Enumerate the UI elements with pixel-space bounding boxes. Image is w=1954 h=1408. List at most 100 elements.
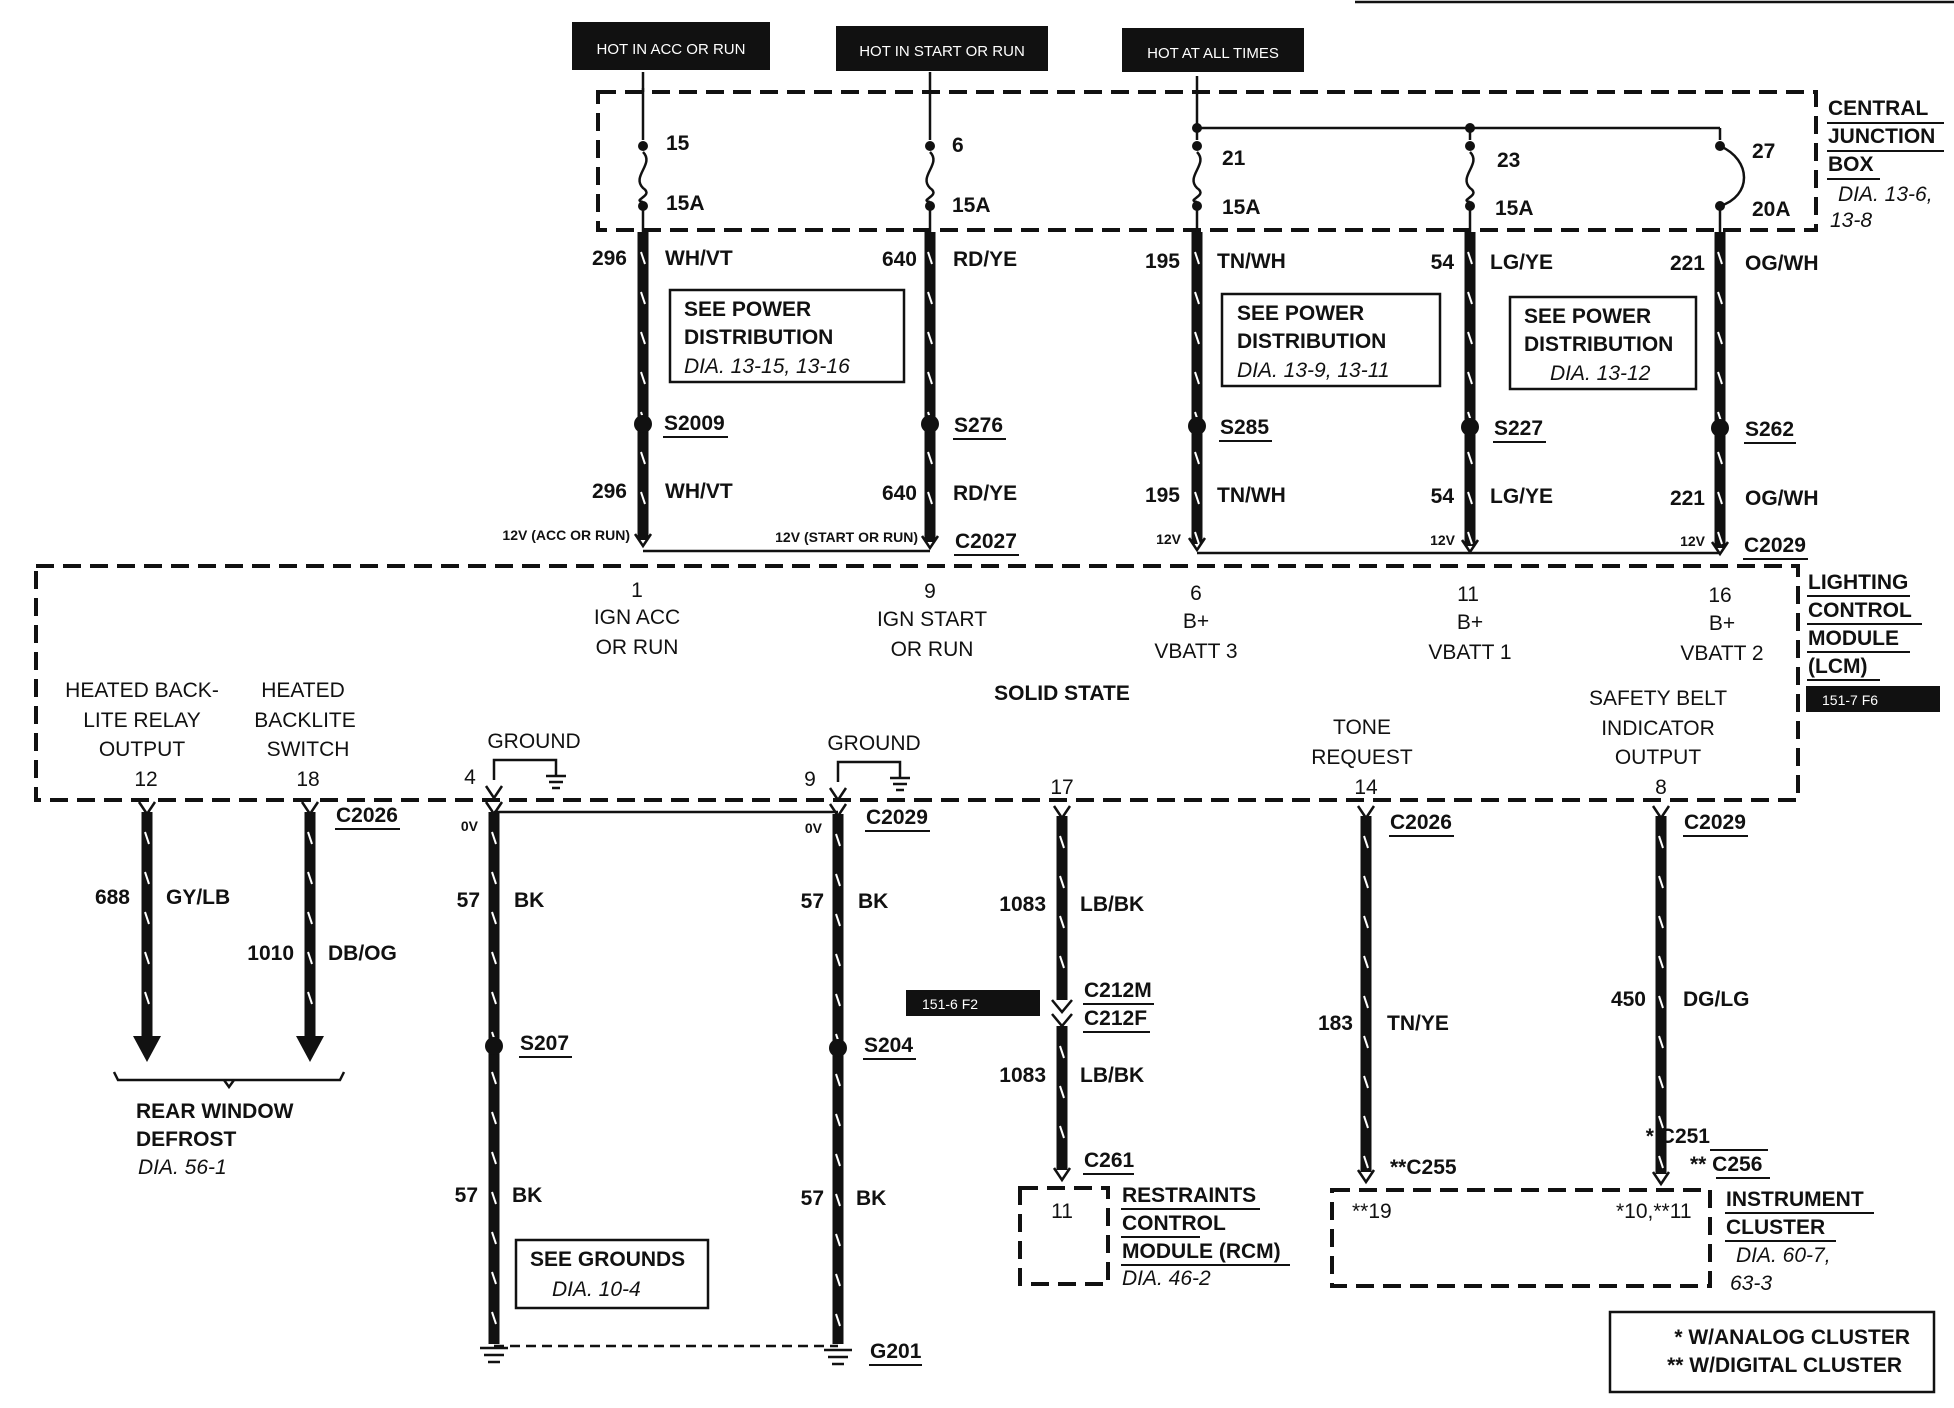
wire-color: DG/LG <box>1683 988 1750 1011</box>
wire-hatch <box>835 1273 841 1287</box>
rcm-label: RESTRAINTS CONTROL MODULE (RCM) DIA. 46-… <box>1121 1184 1290 1290</box>
pin-number: 1 <box>631 579 643 602</box>
wire-hatch <box>491 991 497 1005</box>
fuse-terminal <box>925 141 935 151</box>
wire-hatch <box>1467 251 1473 265</box>
wire-color: RD/YE <box>953 248 1017 271</box>
splice-label: S276 <box>954 414 1003 437</box>
connector-pin-arrow <box>484 801 504 817</box>
pin-number: 16 <box>1708 584 1731 607</box>
voltage-label: 12V <box>1156 531 1182 547</box>
wire-hatch <box>1467 451 1473 465</box>
wire <box>924 232 936 542</box>
wire-hatch <box>1658 1155 1664 1169</box>
circuit-number: 1083 <box>999 893 1046 916</box>
fuse <box>1192 128 1202 232</box>
wire-color: BK <box>512 1184 542 1207</box>
wire-color: BK <box>514 889 544 912</box>
wire-hatch <box>491 871 497 885</box>
ground-symbol <box>824 1348 852 1366</box>
wire-color: BK <box>856 1187 886 1210</box>
wire-hatch <box>640 451 646 465</box>
wire-hatch <box>307 831 313 845</box>
fuse-element <box>1192 151 1202 204</box>
legend: * W/ANALOG CLUSTER ** W/DIGITAL CLUSTER <box>1608 1310 1936 1394</box>
wire-hatch <box>1363 1115 1369 1129</box>
wire-hatch <box>144 991 150 1005</box>
splice-dot <box>1711 419 1729 437</box>
splice-label: S227 <box>1494 417 1543 440</box>
wire-hatch <box>1658 875 1664 889</box>
circuit-number: 195 <box>1145 250 1180 273</box>
wire-color: DB/OG <box>328 942 397 965</box>
wire <box>1056 816 1068 1000</box>
lcm-name-line: CONTROL <box>1808 599 1912 622</box>
wire <box>1191 232 1203 545</box>
pin-function: B+ <box>1709 612 1735 635</box>
wire-hatch <box>1363 915 1369 929</box>
pin-function: OR RUN <box>596 636 679 659</box>
box-title-line: DISTRIBUTION <box>1237 330 1386 353</box>
wire-color: WH/VT <box>665 247 733 270</box>
legend-entry: ** W/DIGITAL CLUSTER <box>1667 1354 1902 1377</box>
box-title-line: DISTRIBUTION <box>1524 333 1673 356</box>
wire-hatch <box>1059 915 1065 929</box>
pin-function: HEATED BACK- <box>65 679 219 702</box>
wire-hatch <box>144 831 150 845</box>
fuse-rating: 15A <box>1222 196 1261 219</box>
circuit-number: 688 <box>95 886 130 909</box>
wire <box>832 814 844 1344</box>
connector-pin-arrow <box>1187 537 1207 553</box>
see-power-distribution-box: SEE POWER DISTRIBUTION DIA. 13-9, 13-11 <box>1220 292 1442 388</box>
pin-number: 18 <box>296 768 319 791</box>
ref-tag-text: 151-6 F2 <box>922 996 978 1012</box>
voltage-label: 12V (START OR RUN) <box>775 529 918 545</box>
header-hot-all-times: HOT AT ALL TIMES <box>1122 28 1304 72</box>
box-title-line: DISTRIBUTION <box>684 326 833 349</box>
wire-hatch <box>835 833 841 847</box>
pin-function: GROUND <box>487 730 580 753</box>
circuit-number: 57 <box>801 890 824 913</box>
component-name: DEFROST <box>136 1128 237 1151</box>
component-name: REAR WINDOW <box>136 1100 294 1123</box>
cjb-name-line: CENTRAL <box>1828 97 1928 120</box>
pin-function: TONE <box>1333 716 1391 739</box>
component-ref: DIA. 60-7, <box>1736 1244 1831 1267</box>
wire-hatch <box>1658 1035 1664 1049</box>
pin-function: OR RUN <box>891 638 974 661</box>
fuse-number: 23 <box>1497 149 1520 172</box>
wire <box>1360 816 1372 1172</box>
circuit-number: 57 <box>457 889 480 912</box>
wire-hatch <box>640 491 646 505</box>
wire-hatch <box>1363 995 1369 1009</box>
wire-hatch <box>1467 331 1473 345</box>
wire-hatch <box>491 831 497 845</box>
see-grounds-box: SEE GROUNDS DIA. 10-4 <box>514 1238 710 1310</box>
box-title-line: SEE POWER <box>684 298 811 321</box>
pin-function: LITE RELAY <box>83 709 201 732</box>
wire-hatch <box>144 911 150 925</box>
voltage-label: 12V <box>1430 532 1456 548</box>
box-ref: DIA. 13-9, 13-11 <box>1237 359 1390 382</box>
fuse-rating: 15A <box>952 194 991 217</box>
wire-hatch <box>835 1233 841 1247</box>
circuit-number: 296 <box>592 247 627 270</box>
wire-hatch <box>1717 251 1723 265</box>
wire-hatch <box>1363 1075 1369 1089</box>
wire-hatch <box>491 951 497 965</box>
pin-function: IGN START <box>877 608 987 631</box>
component-name: MODULE (RCM) <box>1122 1240 1281 1263</box>
pin-function: B+ <box>1457 611 1483 634</box>
wire-color: LB/BK <box>1080 893 1144 916</box>
component-name: RESTRAINTS <box>1122 1184 1256 1207</box>
lcm-ref-tag: 151-7 F6 <box>1822 692 1878 708</box>
circuit-number: 640 <box>882 248 917 271</box>
pin-function: VBATT 1 <box>1428 641 1511 664</box>
wire-hatch <box>1363 835 1369 849</box>
circuit-number: 221 <box>1670 487 1705 510</box>
wire-hatch <box>927 291 933 305</box>
wire-hatch <box>1059 955 1065 969</box>
restraints-control-module-outline <box>1018 1186 1110 1286</box>
connector-pin-arrow <box>1651 805 1671 821</box>
wire-hatch <box>491 1311 497 1325</box>
